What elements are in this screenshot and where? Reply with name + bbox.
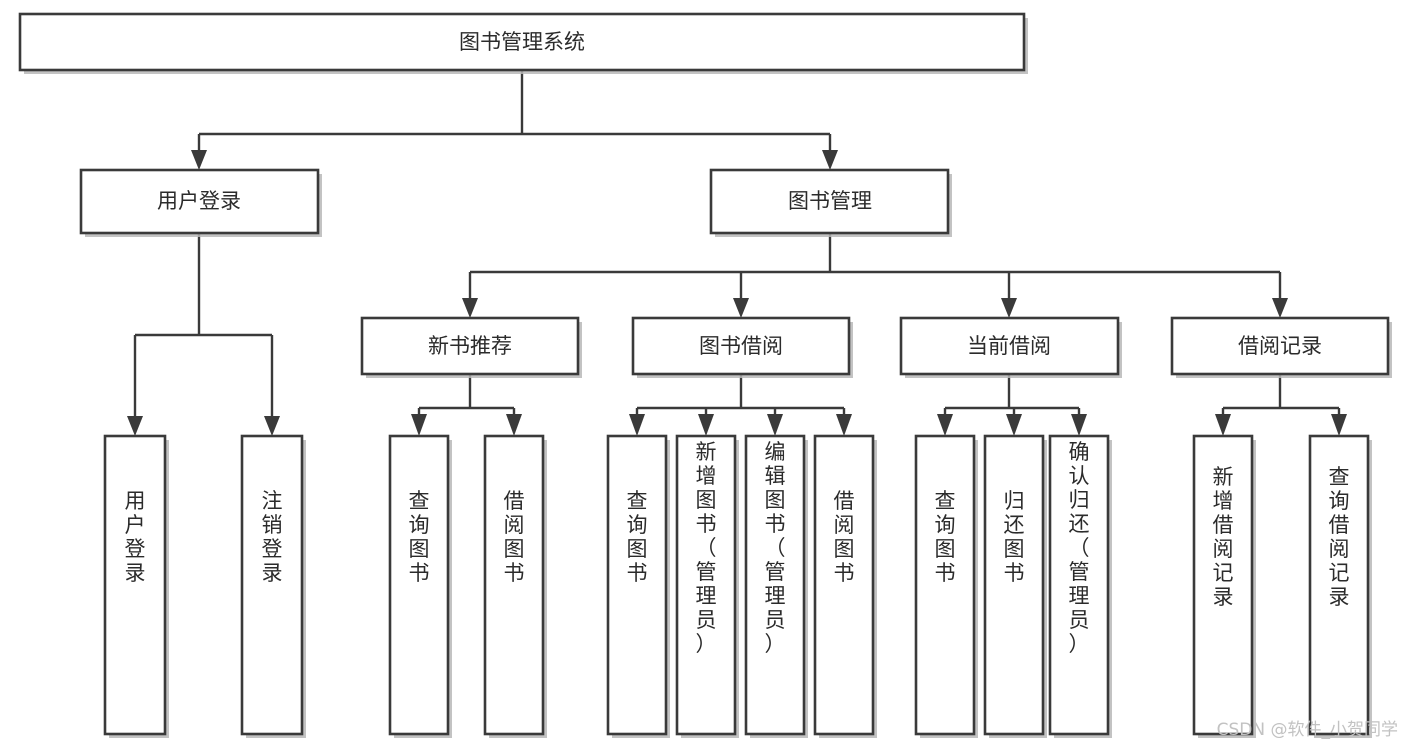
- node-leaf-query-book-1[interactable]: 查询图书: [388, 434, 452, 738]
- arrow-head-leaf-query-book-2: [629, 414, 645, 436]
- node-leaf-edit-book[interactable]: 编辑图书（管理员）: [744, 434, 808, 738]
- node-leaf-add-book-box: [675, 434, 737, 736]
- node-current-borrow-label: 当前借阅: [967, 334, 1051, 358]
- arrow-head-borrow-record: [1272, 298, 1288, 318]
- node-book-borrow[interactable]: 图书借阅: [631, 316, 853, 378]
- csdn-watermark: CSDN @软件_小贺同学: [1217, 720, 1398, 740]
- node-leaf-user-login-label: 用户登录: [125, 489, 146, 585]
- node-leaf-query-book-1-box: [388, 434, 450, 736]
- node-user-login-label: 用户登录: [157, 189, 241, 213]
- node-leaf-query-book-3-label: 查询图书: [935, 489, 956, 585]
- node-leaf-query-book-1-label: 查询图书: [409, 489, 430, 585]
- arrow-head-leaf-confirm-return: [1071, 414, 1087, 436]
- node-book-manage[interactable]: 图书管理: [709, 168, 952, 237]
- node-current-borrow-box: [899, 316, 1120, 376]
- arrow-head-leaf-add-record: [1215, 414, 1231, 436]
- arrow-head-leaf-user-logout: [264, 416, 280, 436]
- node-book-manage-box: [709, 168, 950, 235]
- node-leaf-return-book-box: [983, 434, 1045, 736]
- node-new-book-recommend[interactable]: 新书推荐: [360, 316, 582, 378]
- node-root-box: [18, 12, 1026, 72]
- connector-layer: [127, 70, 1347, 436]
- node-leaf-user-login-box: [103, 434, 167, 736]
- node-leaf-query-record[interactable]: 查询借阅记录: [1308, 434, 1372, 738]
- node-leaf-borrow-book-1[interactable]: 借阅图书: [483, 434, 547, 738]
- arrow-head-user-login: [191, 150, 207, 170]
- node-user-login[interactable]: 用户登录: [79, 168, 322, 237]
- node-leaf-confirm-return-box: [1048, 434, 1110, 736]
- node-borrow-record-box: [1170, 316, 1390, 376]
- node-leaf-add-record[interactable]: 新增借阅记录: [1192, 434, 1256, 738]
- arrow-head-leaf-borrow-book-1: [506, 414, 522, 436]
- node-leaf-return-book[interactable]: 归还图书: [983, 434, 1047, 738]
- arrow-head-leaf-borrow-book-2: [836, 414, 852, 436]
- arrow-head-leaf-user-login: [127, 416, 143, 436]
- node-leaf-query-book-2[interactable]: 查询图书: [606, 434, 670, 738]
- node-leaf-add-record-label: 新增借阅记录: [1213, 465, 1234, 609]
- node-leaf-query-book-2-box: [606, 434, 668, 736]
- node-leaf-edit-book-box: [744, 434, 806, 736]
- node-leaf-user-login[interactable]: 用户登录: [103, 434, 169, 738]
- node-current-borrow[interactable]: 当前借阅: [899, 316, 1122, 378]
- node-borrow-record-label: 借阅记录: [1238, 334, 1322, 358]
- node-leaf-add-book-label: 新增图书（管理员）: [696, 440, 717, 656]
- arrow-head-leaf-query-book-3: [937, 414, 953, 436]
- node-leaf-borrow-book-2-box: [813, 434, 875, 736]
- arrow-head-new-book-recommend: [462, 298, 478, 318]
- arrow-head-current-borrow: [1001, 298, 1017, 318]
- arrow-head-leaf-query-record: [1331, 414, 1347, 436]
- node-leaf-user-logout[interactable]: 注销登录: [240, 434, 306, 738]
- node-leaf-borrow-book-2[interactable]: 借阅图书: [813, 434, 877, 738]
- node-leaf-return-book-label: 归还图书: [1004, 489, 1025, 585]
- node-leaf-borrow-book-1-box: [483, 434, 545, 736]
- node-book-borrow-label: 图书借阅: [699, 334, 783, 358]
- node-leaf-user-logout-label: 注销登录: [262, 489, 283, 585]
- node-leaf-query-book-3[interactable]: 查询图书: [914, 434, 978, 738]
- node-leaf-add-record-box: [1192, 434, 1254, 736]
- arrow-head-leaf-edit-book: [767, 414, 783, 436]
- node-leaf-query-record-label: 查询借阅记录: [1329, 465, 1350, 609]
- node-new-book-recommend-box: [360, 316, 580, 376]
- node-book-manage-label: 图书管理: [788, 189, 872, 213]
- arrow-head-book-borrow: [733, 298, 749, 318]
- node-root[interactable]: 图书管理系统: [18, 12, 1028, 74]
- node-leaf-query-record-box: [1308, 434, 1370, 736]
- node-book-borrow-box: [631, 316, 851, 376]
- node-leaf-query-book-2-label: 查询图书: [627, 489, 648, 585]
- node-borrow-record[interactable]: 借阅记录: [1170, 316, 1392, 378]
- arrow-head-leaf-query-book-1: [411, 414, 427, 436]
- node-new-book-recommend-label: 新书推荐: [428, 334, 512, 358]
- arrow-head-leaf-return-book: [1006, 414, 1022, 436]
- node-leaf-query-book-3-box: [914, 434, 976, 736]
- arrow-head-leaf-add-book: [698, 414, 714, 436]
- node-leaf-confirm-return-label: 确认归还（管理员）: [1069, 440, 1090, 656]
- node-user-login-box: [79, 168, 320, 235]
- node-leaf-borrow-book-2-label: 借阅图书: [834, 489, 855, 585]
- node-leaf-add-book[interactable]: 新增图书（管理员）: [675, 434, 739, 738]
- arrow-head-book-manage: [822, 150, 838, 170]
- node-leaf-borrow-book-1-label: 借阅图书: [504, 489, 525, 585]
- node-leaf-user-logout-box: [240, 434, 304, 736]
- node-leaf-confirm-return[interactable]: 确认归还（管理员）: [1048, 434, 1112, 738]
- node-leaf-edit-book-label: 编辑图书（管理员）: [765, 440, 786, 656]
- node-root-label: 图书管理系统: [459, 30, 585, 54]
